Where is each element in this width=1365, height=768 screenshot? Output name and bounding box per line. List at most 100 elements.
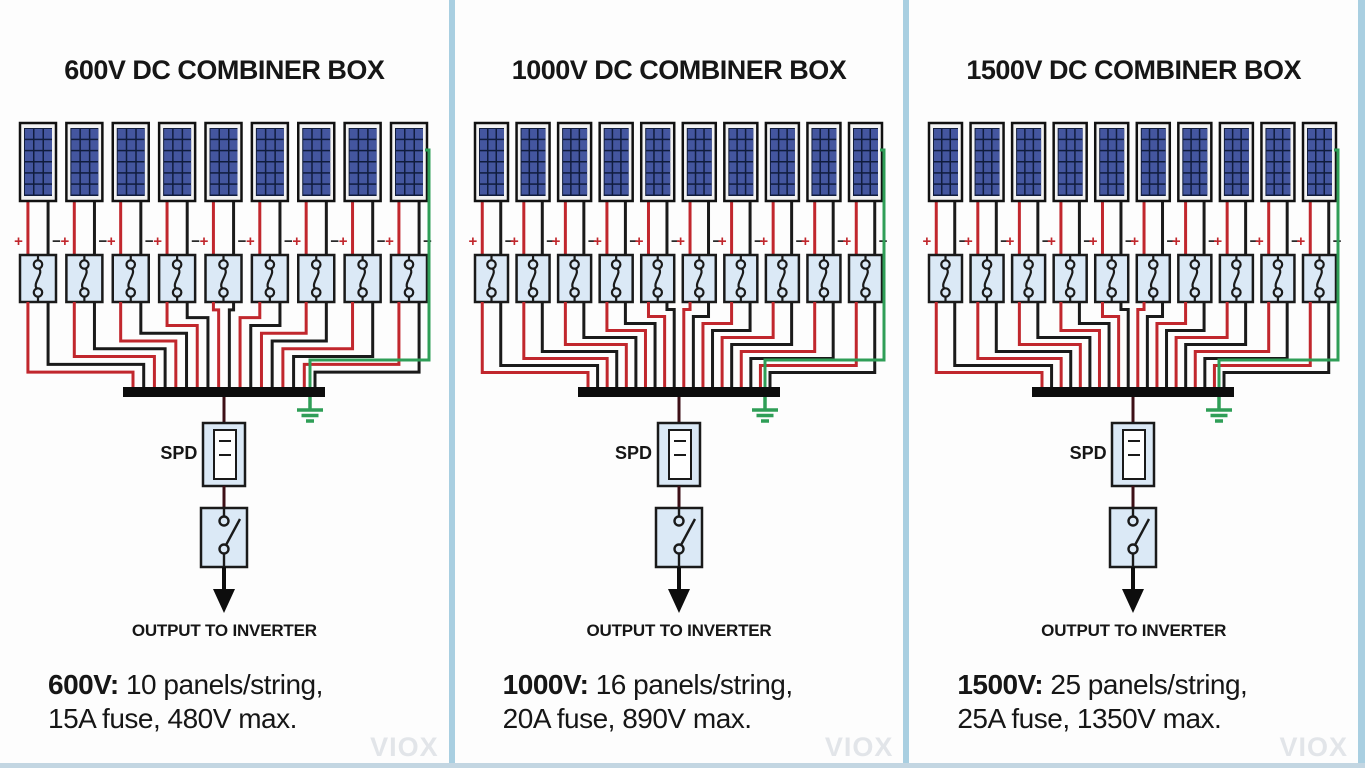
- polarity-minus-label: −: [1250, 233, 1259, 250]
- column-divider: [903, 0, 910, 768]
- string-wire: [72, 302, 156, 389]
- string-wire: [691, 302, 710, 389]
- string-wire: [540, 302, 618, 389]
- switch-blade: [679, 518, 696, 546]
- solar-panel-cells: [603, 128, 629, 196]
- right-edge-bar: [1358, 0, 1365, 768]
- string-wire: [1155, 302, 1188, 389]
- polarity-minus-label: −: [98, 233, 107, 250]
- solar-panel-cells: [974, 128, 1000, 196]
- string-wire: [1078, 302, 1111, 389]
- string-wire: [46, 302, 146, 389]
- solar-panel-cells: [209, 128, 238, 196]
- solar-panel-cells: [561, 128, 587, 196]
- busbar: [577, 387, 780, 397]
- polarity-minus-label: −: [1167, 233, 1176, 250]
- string-wire: [313, 302, 421, 389]
- polarity-minus-label: −: [1084, 233, 1093, 250]
- string-wire: [710, 302, 752, 389]
- spec-text: 1000V: 16 panels/string, 20A fuse, 890V …: [503, 668, 894, 736]
- column-title: 1000V DC COMBINER BOX: [511, 55, 847, 85]
- polarity-minus-label: −: [671, 233, 680, 250]
- polarity-minus-label: −: [795, 233, 804, 250]
- string-wire: [739, 302, 816, 389]
- string-wire: [1165, 302, 1206, 389]
- polarity-minus-label: −: [284, 233, 293, 250]
- string-wire: [259, 302, 308, 389]
- solar-panel-cells: [395, 128, 423, 196]
- spec-text: 1500V: 25 panels/string, 25A fuse, 1350V…: [957, 668, 1348, 736]
- solar-panel-cells: [163, 128, 192, 196]
- spd-label: SPD: [160, 443, 198, 463]
- solar-panel-cells: [1265, 128, 1291, 196]
- solar-panel-cells: [933, 128, 959, 196]
- polarity-plus-label: +: [1048, 233, 1057, 250]
- polarity-plus-label: +: [759, 233, 768, 250]
- spec-line2: 20A fuse, 890V max.: [502, 703, 752, 734]
- spec-line2: 25A fuse, 1350V max.: [957, 703, 1222, 734]
- string-wire: [1222, 302, 1331, 389]
- polarity-plus-label: +: [717, 233, 726, 250]
- string-wire: [995, 302, 1073, 389]
- polarity-plus-label: +: [468, 233, 477, 250]
- solar-panel-cells: [255, 128, 284, 196]
- polarity-plus-label: +: [153, 233, 162, 250]
- string-wire: [238, 302, 262, 389]
- string-wire: [976, 302, 1064, 389]
- string-wire: [211, 302, 221, 389]
- polarity-plus-label: +: [385, 233, 394, 250]
- polarity-minus-label: −: [504, 233, 513, 250]
- spec-voltage: 600V:: [48, 669, 119, 700]
- string-wire: [701, 302, 733, 389]
- string-wire: [1146, 302, 1165, 389]
- polarity-plus-label: +: [676, 233, 685, 250]
- column-divider: [448, 0, 455, 768]
- string-wire: [623, 302, 657, 389]
- polarity-minus-label: −: [959, 233, 968, 250]
- wiring-diagram: +−+−+−+−+−+−+−+−+−: [14, 121, 432, 613]
- polarity-plus-label: +: [1214, 233, 1223, 250]
- string-wire: [582, 302, 638, 389]
- string-wire: [26, 302, 135, 389]
- string-wire: [119, 302, 178, 389]
- polarity-plus-label: +: [1089, 233, 1098, 250]
- polarity-minus-label: −: [377, 233, 386, 250]
- solar-panel-cells: [520, 128, 546, 196]
- string-wire: [605, 302, 647, 389]
- string-wire: [92, 302, 167, 389]
- ground-wire: [308, 148, 431, 389]
- string-wire: [681, 302, 692, 389]
- string-wire: [768, 302, 876, 389]
- switch-blade: [1134, 518, 1151, 546]
- solar-panel-cells: [1182, 128, 1208, 196]
- spec-voltage: 1000V:: [502, 669, 589, 700]
- string-wire: [563, 302, 628, 389]
- polarity-plus-label: +: [510, 233, 519, 250]
- polarity-minus-label: −: [1042, 233, 1051, 250]
- busbar: [1032, 387, 1235, 397]
- polarity-minus-label: −: [330, 233, 339, 250]
- solar-panel-cells: [1307, 128, 1333, 196]
- polarity-plus-label: +: [1131, 233, 1140, 250]
- string-wire: [498, 302, 599, 389]
- solar-panel-cells: [24, 128, 52, 196]
- polarity-minus-label: −: [238, 233, 247, 250]
- string-wire: [1036, 302, 1092, 389]
- output-to-inverter-label: OUTPUT TO INVERTER: [1041, 621, 1227, 640]
- polarity-plus-label: +: [107, 233, 116, 250]
- polarity-minus-label: −: [1292, 233, 1301, 250]
- string-wire: [729, 302, 793, 389]
- polarity-plus-label: +: [634, 233, 643, 250]
- combiner-column-600v: 600V DC COMBINER BOX +−+−+−+−+−+−+−+−+− …: [0, 0, 449, 768]
- column-title: 600V DC COMBINER BOX: [64, 55, 385, 85]
- string-wire: [646, 302, 666, 389]
- combiner-column-1500v: 1500V DC COMBINER BOX +−+−+−+−+−+−+−+−+−…: [909, 0, 1358, 768]
- polarity-plus-label: +: [246, 233, 255, 250]
- polarity-minus-label: −: [1001, 233, 1010, 250]
- string-wire: [139, 302, 189, 389]
- polarity-minus-label: −: [629, 233, 638, 250]
- solar-panel-cells: [1058, 128, 1084, 196]
- polarity-minus-label: −: [52, 233, 61, 250]
- string-wire: [953, 302, 1054, 389]
